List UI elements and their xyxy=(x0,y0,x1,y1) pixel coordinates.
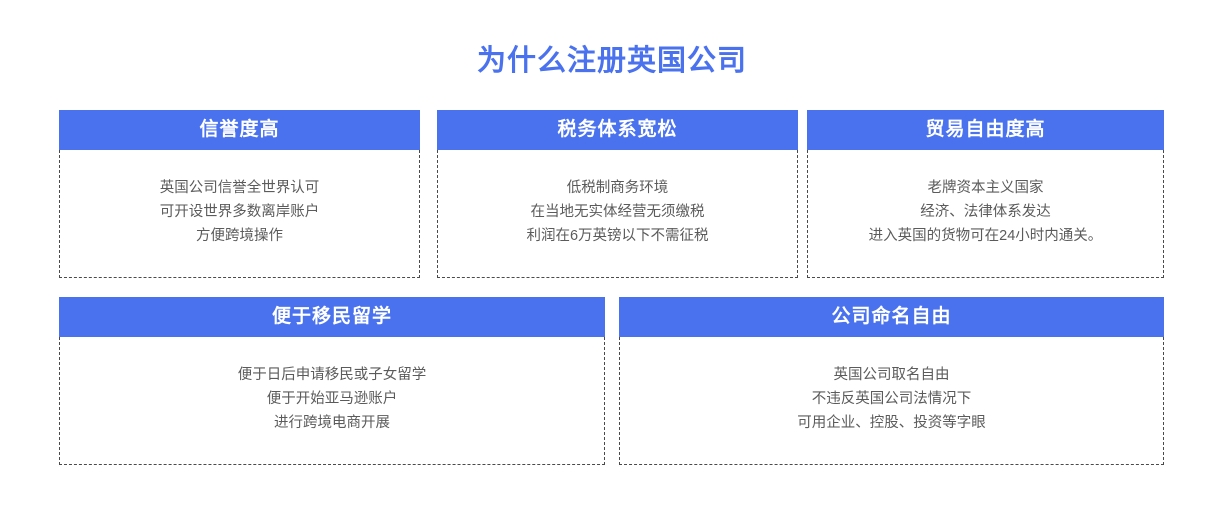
benefit-card-credibility: 信誉度高 英国公司信誉全世界认可 可开设世界多数离岸账户 方便跨境操作 xyxy=(59,110,420,278)
benefit-card-header: 便于移民留学 xyxy=(59,297,605,337)
benefit-card-line: 便于开始亚马逊账户 xyxy=(266,391,398,407)
benefit-card-line: 方便跨境操作 xyxy=(196,228,283,244)
benefit-card-body: 老牌资本主义国家 经济、法律体系发达 进入英国的货物可在24小时内通关。 xyxy=(807,150,1164,278)
benefit-card-tax-system: 税务体系宽松 低税制商务环境 在当地无实体经营无须缴税 利润在6万英镑以下不需征… xyxy=(437,110,798,278)
benefit-card-body: 英国公司信誉全世界认可 可开设世界多数离岸账户 方便跨境操作 xyxy=(59,150,420,278)
benefit-card-line: 可开设世界多数离岸账户 xyxy=(159,204,320,220)
page-title: 为什么注册英国公司 xyxy=(476,45,747,77)
benefit-card-line: 利润在6万英镑以下不需征税 xyxy=(526,228,709,244)
benefit-card-line: 老牌资本主义国家 xyxy=(927,180,1044,196)
benefit-card-trade-freedom: 贸易自由度高 老牌资本主义国家 经济、法律体系发达 进入英国的货物可在24小时内… xyxy=(807,110,1164,278)
benefit-card-line: 便于日后申请移民或子女留学 xyxy=(237,367,427,383)
benefit-card-line: 英国公司取名自由 xyxy=(833,367,950,383)
benefit-card-line: 低税制商务环境 xyxy=(566,180,669,196)
benefit-card-header: 信誉度高 xyxy=(59,110,420,150)
benefit-card-line: 在当地无实体经营无须缴税 xyxy=(530,204,705,220)
benefit-card-line: 可用企业、控股、投资等字眼 xyxy=(797,415,986,431)
benefit-card-immigration-study: 便于移民留学 便于日后申请移民或子女留学 便于开始亚马逊账户 进行跨境电商开展 xyxy=(59,297,605,465)
benefit-card-header: 贸易自由度高 xyxy=(807,110,1164,150)
benefit-card-line: 经济、法律体系发达 xyxy=(920,204,1051,220)
benefit-card-line: 不违反英国公司法情况下 xyxy=(811,391,972,407)
benefit-card-body: 英国公司取名自由 不违反英国公司法情况下 可用企业、控股、投资等字眼 xyxy=(619,337,1164,465)
benefit-card-header: 公司命名自由 xyxy=(619,297,1164,337)
benefit-card-line: 英国公司信誉全世界认可 xyxy=(159,180,320,196)
benefit-card-body: 便于日后申请移民或子女留学 便于开始亚马逊账户 进行跨境电商开展 xyxy=(59,337,605,465)
benefit-card-header: 税务体系宽松 xyxy=(437,110,798,150)
benefit-card-line: 进入英国的货物可在24小时内通关。 xyxy=(868,228,1103,244)
benefit-card-line: 进行跨境电商开展 xyxy=(274,415,390,431)
benefit-card-body: 低税制商务环境 在当地无实体经营无须缴税 利润在6万英镑以下不需征税 xyxy=(437,150,798,278)
benefit-card-naming-freedom: 公司命名自由 英国公司取名自由 不违反英国公司法情况下 可用企业、控股、投资等字… xyxy=(619,297,1164,465)
